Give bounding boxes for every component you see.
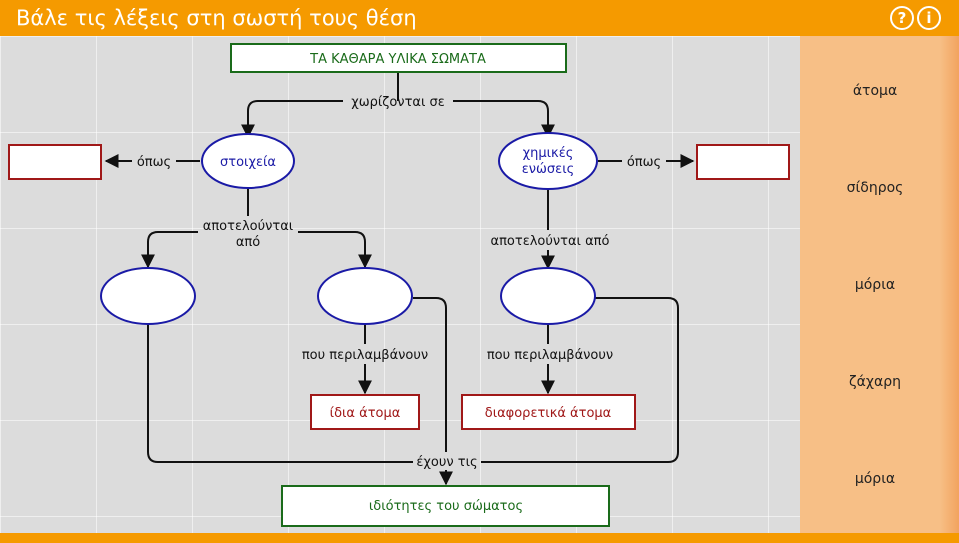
word-bank: άτομα σίδηρος μόρια ζάχαρη μόρια	[800, 36, 959, 533]
have-label: έχουν τις	[416, 455, 477, 470]
bottom-bar	[0, 533, 959, 543]
different-atoms-box	[461, 394, 636, 430]
word-bank-item[interactable]: μόρια	[854, 277, 896, 293]
elements-node	[201, 133, 295, 189]
info-icon[interactable]: i	[917, 6, 941, 30]
word-bank-item[interactable]: σίδηρος	[846, 180, 904, 196]
consist-right-label: αποτελούνται από	[491, 234, 610, 249]
compounds-label-line2: ενώσεις	[522, 162, 574, 177]
drop-slot-compound-example[interactable]	[696, 144, 790, 180]
properties-box	[281, 485, 610, 527]
same-atoms-box	[310, 394, 420, 430]
connector-line	[481, 297, 679, 463]
contain-right-label: που περιλαμβάνουν	[487, 348, 613, 363]
connector-line	[413, 297, 447, 452]
consist-left-label-line2: από	[236, 235, 260, 250]
same-atoms-label: ίδια άτομα	[330, 406, 401, 421]
connector-arrow	[241, 100, 343, 139]
page-title: Βάλε τις λέξεις στη σωστή τους θέση	[16, 6, 417, 30]
elements-label: στοιχεία	[220, 155, 276, 170]
help-icon[interactable]: ?	[890, 6, 914, 30]
connector-arrow	[141, 231, 198, 269]
drop-slot-element-example[interactable]	[8, 144, 102, 180]
title-bar: Βάλε τις λέξεις στη σωστή τους θέση ? i	[0, 0, 959, 36]
drop-slot-ellipse-right[interactable]	[500, 267, 596, 325]
concept-map: ΤΑ ΚΑΘΑΡΑ ΥΛΙΚΑ ΣΩΜΑΤΑ χωρίζονται σε στο…	[8, 43, 790, 527]
connector-arrow	[298, 231, 372, 269]
compounds-node	[498, 132, 598, 190]
connector-line	[147, 323, 413, 463]
root-label: ΤΑ ΚΑΘΑΡΑ ΥΛΙΚΑ ΣΩΜΑΤΑ	[309, 52, 486, 67]
word-bank-item[interactable]: ζάχαρη	[849, 374, 901, 390]
word-bank-item[interactable]: άτομα	[852, 83, 898, 99]
drop-slot-ellipse-middle[interactable]	[317, 267, 413, 325]
root-box	[230, 43, 567, 73]
word-bank-item[interactable]: μόρια	[854, 471, 896, 487]
connector-arrow	[453, 100, 555, 139]
such-as-left-label: όπως	[137, 155, 171, 170]
compounds-label-line1: χημικές	[523, 146, 574, 161]
properties-label: ιδιότητες του σώματος	[369, 499, 523, 514]
such-as-right-label: όπως	[627, 155, 661, 170]
split-label: χωρίζονται σε	[351, 95, 445, 110]
different-atoms-label: διαφορετικά άτομα	[485, 406, 612, 421]
drop-slot-ellipse-left[interactable]	[100, 267, 196, 325]
consist-left-label-line1: αποτελούνται	[203, 219, 293, 234]
contain-middle-label: που περιλαμβάνουν	[302, 348, 428, 363]
